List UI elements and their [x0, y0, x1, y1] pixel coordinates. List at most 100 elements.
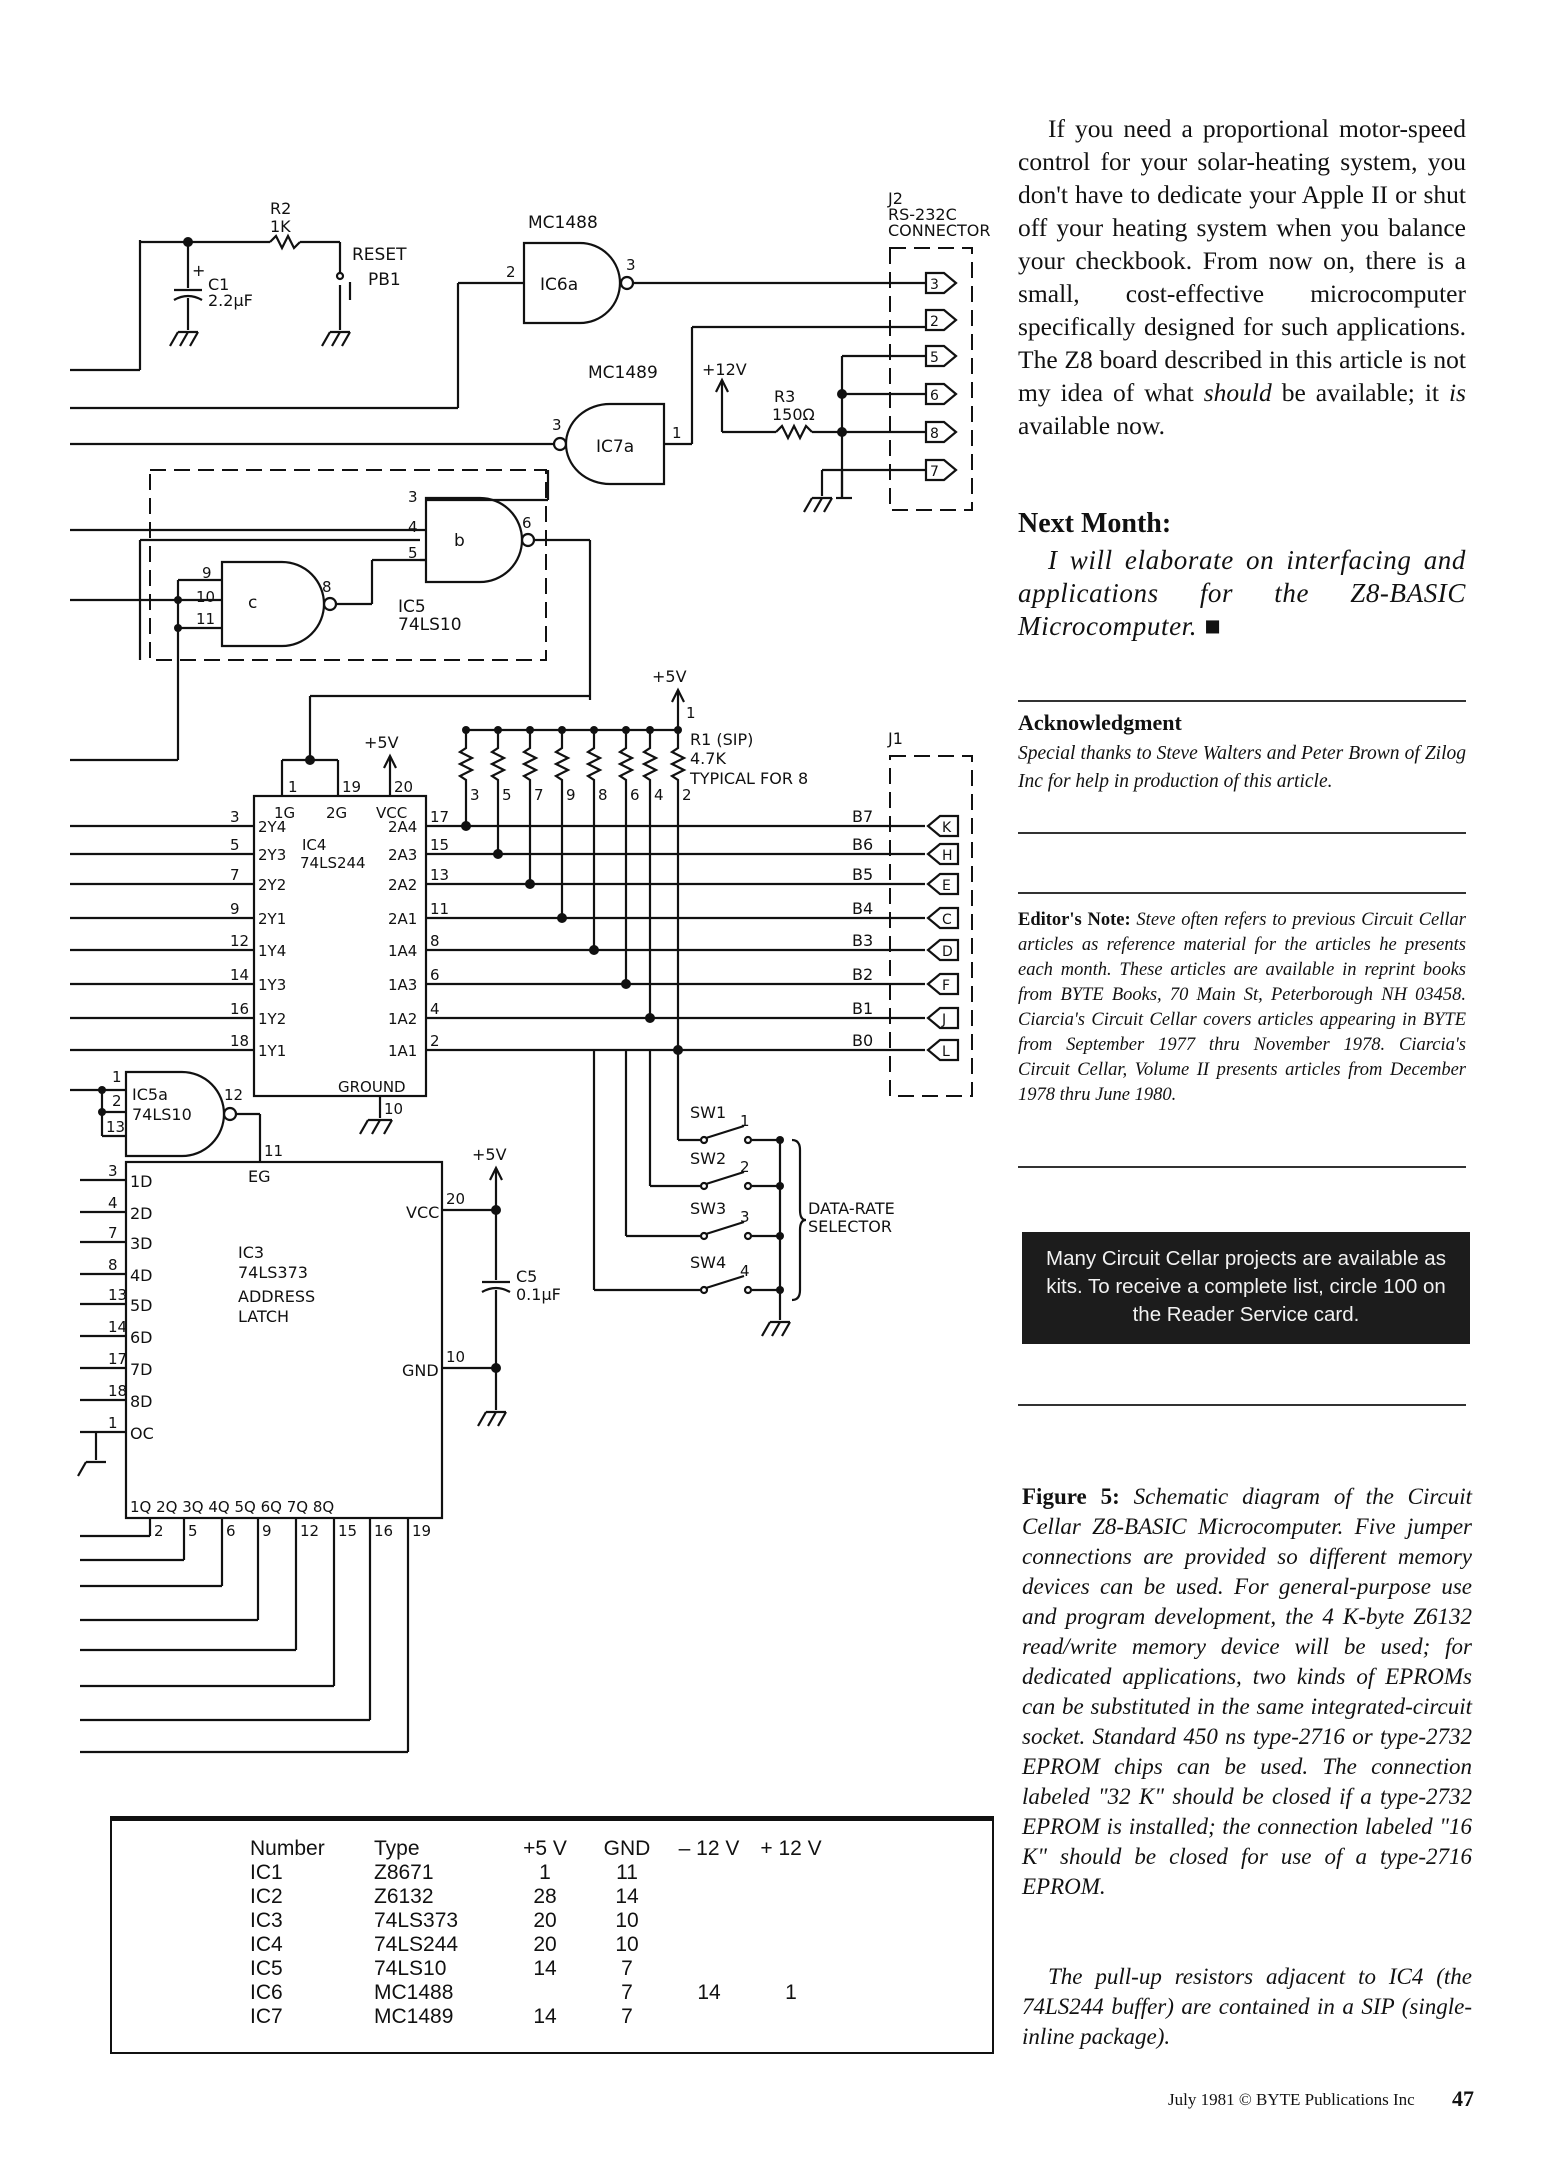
ic3-desc2: LATCH: [238, 1307, 289, 1326]
j2-pin: [924, 458, 958, 482]
svg-text:19: 19: [342, 778, 361, 796]
figure-caption-body: Schematic diagram of the Circuit Cellar …: [1022, 1484, 1472, 1899]
switch-lever: [705, 1274, 745, 1290]
switch-number: 4: [740, 1262, 750, 1280]
latch-input-pin: 8: [108, 1256, 118, 1274]
c5-value: 0.1μF: [516, 1285, 561, 1304]
j2-pin-label: 6: [930, 388, 939, 404]
switch-label: SW2: [690, 1149, 726, 1168]
j1-bit-label: B2: [852, 965, 873, 984]
j1-pin-label: L: [942, 1044, 950, 1060]
pullup-resistor: [489, 730, 507, 800]
switch-lever: [705, 1170, 745, 1186]
table-cell: 20: [533, 1933, 557, 1956]
gnd-label: GND: [402, 1361, 439, 1380]
table-cell: 14: [697, 1981, 721, 2004]
svg-text:11: 11: [196, 610, 215, 628]
latch-input-pin: 3: [108, 1162, 118, 1180]
acknowledgment-title: Acknowledgment: [1018, 710, 1182, 735]
j2-pin: [924, 382, 958, 406]
table-cell: [674, 1933, 756, 1957]
ic4-pin-number: 7: [230, 866, 240, 884]
reset-label: RESET: [352, 245, 407, 265]
switch-number: 1: [740, 1112, 750, 1130]
divider: [1018, 1166, 1466, 1168]
table-cell: IC7: [250, 2005, 283, 2028]
svg-text:1: 1: [288, 778, 298, 796]
r3-value: 150Ω: [772, 405, 815, 424]
latch-output-pin: 15: [338, 1522, 357, 1540]
svg-text:1: 1: [672, 424, 682, 442]
column-header-type: Type: [374, 1837, 420, 1860]
switch-number: 2: [740, 1158, 750, 1176]
latch-input-pin: 17: [108, 1350, 127, 1368]
svg-text:VCC: VCC: [376, 804, 407, 822]
ic4-pin-name: 1Y1: [258, 1042, 286, 1060]
ic4-pin-name: 2Y3: [258, 846, 286, 864]
j1-pin-label: E: [942, 878, 951, 894]
j2-pin: [924, 344, 958, 368]
bus-junction: [645, 1013, 655, 1023]
pullup-resistor: [553, 730, 571, 800]
bus-junction: [525, 879, 535, 889]
r1-pin: 3: [470, 786, 480, 804]
svg-text:1: 1: [686, 704, 696, 722]
column-header-plus12v: + 12 V: [760, 1837, 822, 1860]
svg-text:12: 12: [224, 1086, 243, 1104]
column-header-number: Number: [250, 1837, 325, 1860]
ic5-label: IC5: [398, 597, 426, 617]
schematic-diagram: R2 1K + C1 2.2μF RESET PB1 MC1488 IC6a 2…: [70, 189, 990, 1754]
j1-bit-label: B5: [852, 865, 873, 884]
table-cell: IC5: [250, 1957, 283, 1980]
j1-pin-label: H: [942, 848, 953, 864]
ic4-pin-number: 13: [430, 866, 449, 884]
svg-text:20: 20: [446, 1190, 465, 1208]
plus5v-c5-label: +5V: [472, 1145, 507, 1164]
figure-caption-lead: Figure 5:: [1022, 1484, 1120, 1509]
table-cell: 7: [621, 1981, 633, 2004]
ic4-pin-number: 12: [230, 932, 249, 950]
table-cell: [756, 1909, 838, 1933]
table-cell: Z8671: [374, 1861, 434, 1884]
ic4-pin-number: 6: [430, 966, 440, 984]
table-cell: 11: [616, 1861, 638, 1884]
figure-caption: Figure 5: Schematic diagram of the Circu…: [1022, 1482, 1472, 1902]
ic5a-label: IC5a: [132, 1085, 168, 1104]
svg-text:10: 10: [446, 1348, 465, 1366]
j2-pin: [924, 308, 958, 332]
j1-pin-label: D: [942, 944, 953, 960]
plus5v-ic4-label: +5V: [364, 733, 399, 752]
vcc-label: VCC: [406, 1203, 439, 1222]
j2-pin: [924, 420, 958, 444]
ic4-pin-number: 5: [230, 836, 240, 854]
latch-input-pin: 13: [108, 1286, 127, 1304]
latch-input-name: 5D: [130, 1296, 153, 1315]
switch-lever: [705, 1124, 745, 1140]
j2-pin-label: 7: [930, 464, 939, 480]
svg-text:20: 20: [394, 778, 413, 796]
r1-label: R1 (SIP): [690, 730, 753, 749]
latch-input-name: 6D: [130, 1328, 153, 1347]
j2-pin-label: 3: [930, 277, 939, 293]
ground-label: GROUND: [338, 1078, 406, 1096]
table-cell: [674, 1861, 756, 1885]
intro-paragraph: If you need a proportional motor-speed c…: [1018, 114, 1466, 440]
j2-pin-label: 5: [930, 350, 939, 366]
r2-label: R2: [270, 199, 291, 218]
latch-input-pin: 7: [108, 1224, 118, 1242]
ic5-type: 74LS10: [398, 615, 462, 635]
j1-pin-label: C: [942, 912, 952, 928]
j1-pin: [926, 906, 960, 930]
j1-bit-label: B0: [852, 1031, 873, 1050]
r1-pin: 9: [566, 786, 576, 804]
r1-pin: 4: [654, 786, 664, 804]
table-cell: [756, 2005, 838, 2029]
acknowledgment-body: Special thanks to Steve Walters and Pete…: [1018, 743, 1466, 792]
table-cell: [756, 1933, 838, 1957]
